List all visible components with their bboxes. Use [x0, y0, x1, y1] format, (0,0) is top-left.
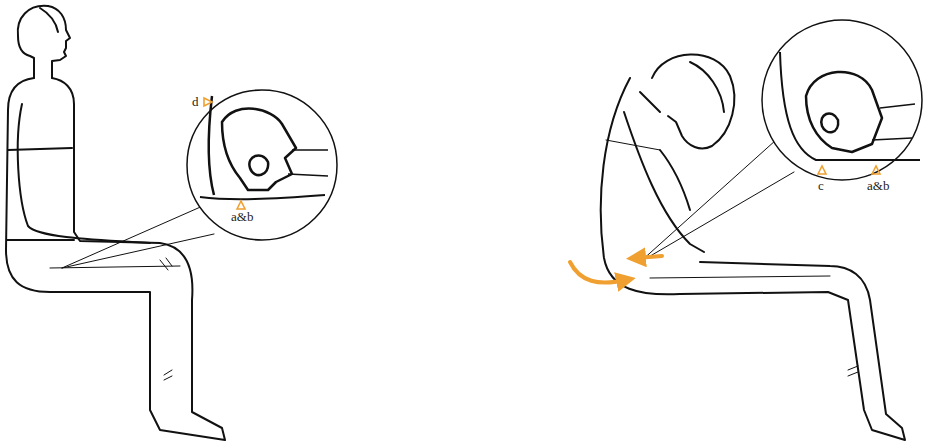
pelvis-inner — [821, 113, 838, 132]
femur — [872, 104, 915, 140]
leg-crease — [848, 366, 858, 376]
inset-circle — [762, 20, 922, 180]
pelvis-upright — [200, 96, 328, 199]
neck — [640, 92, 660, 112]
body-outline — [6, 78, 225, 440]
fringe — [40, 8, 58, 32]
pelvis-inner — [249, 155, 268, 175]
part-label: d — [192, 95, 199, 109]
shoulder-line — [606, 140, 660, 150]
back-line — [209, 96, 215, 195]
femur — [288, 150, 328, 176]
upright-figure — [6, 6, 225, 440]
pointer-d — [204, 98, 212, 106]
pointer-ab — [237, 201, 245, 209]
upright-inset — [187, 90, 337, 240]
part-label: a&b — [867, 179, 889, 193]
pelvis — [222, 109, 296, 190]
arm — [624, 112, 704, 252]
thigh-line — [650, 276, 830, 278]
pointer-c — [818, 166, 826, 174]
pelvis-slumped — [780, 52, 920, 160]
head — [652, 54, 734, 148]
part-label: c — [818, 179, 824, 193]
part-label: a&b — [231, 210, 253, 224]
inset-circle — [187, 90, 337, 240]
slide-arrow — [636, 256, 662, 258]
pointer-ab — [872, 166, 880, 174]
hair — [18, 6, 48, 78]
seat-line — [200, 195, 325, 199]
hair-fringe — [690, 62, 724, 112]
zoom-beam — [62, 205, 214, 268]
rotation-arrow — [570, 262, 626, 283]
shoulder-line — [8, 148, 72, 150]
knee-crease — [160, 258, 172, 270]
pelvis — [806, 72, 882, 152]
arm — [18, 104, 150, 243]
back-line — [780, 52, 920, 160]
waist-line — [7, 239, 74, 241]
leg-crease — [164, 370, 172, 380]
chest-line — [660, 150, 690, 210]
slumped-inset — [762, 20, 922, 180]
zoom-beam — [640, 140, 794, 262]
motion-arrows — [570, 256, 662, 283]
